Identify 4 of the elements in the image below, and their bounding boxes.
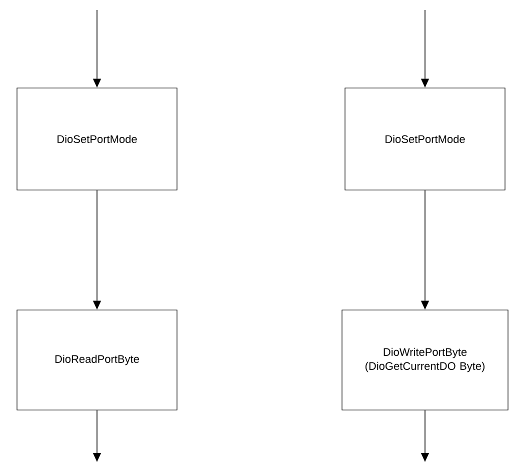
process-box: DioSetPortMode (16, 88, 178, 190)
process-box: DioReadPortByte (16, 310, 178, 410)
process-box: DioSetPortMode (344, 88, 506, 190)
process-box: DioWritePortByte (DioGetCurrentDO Byte) (342, 310, 508, 410)
